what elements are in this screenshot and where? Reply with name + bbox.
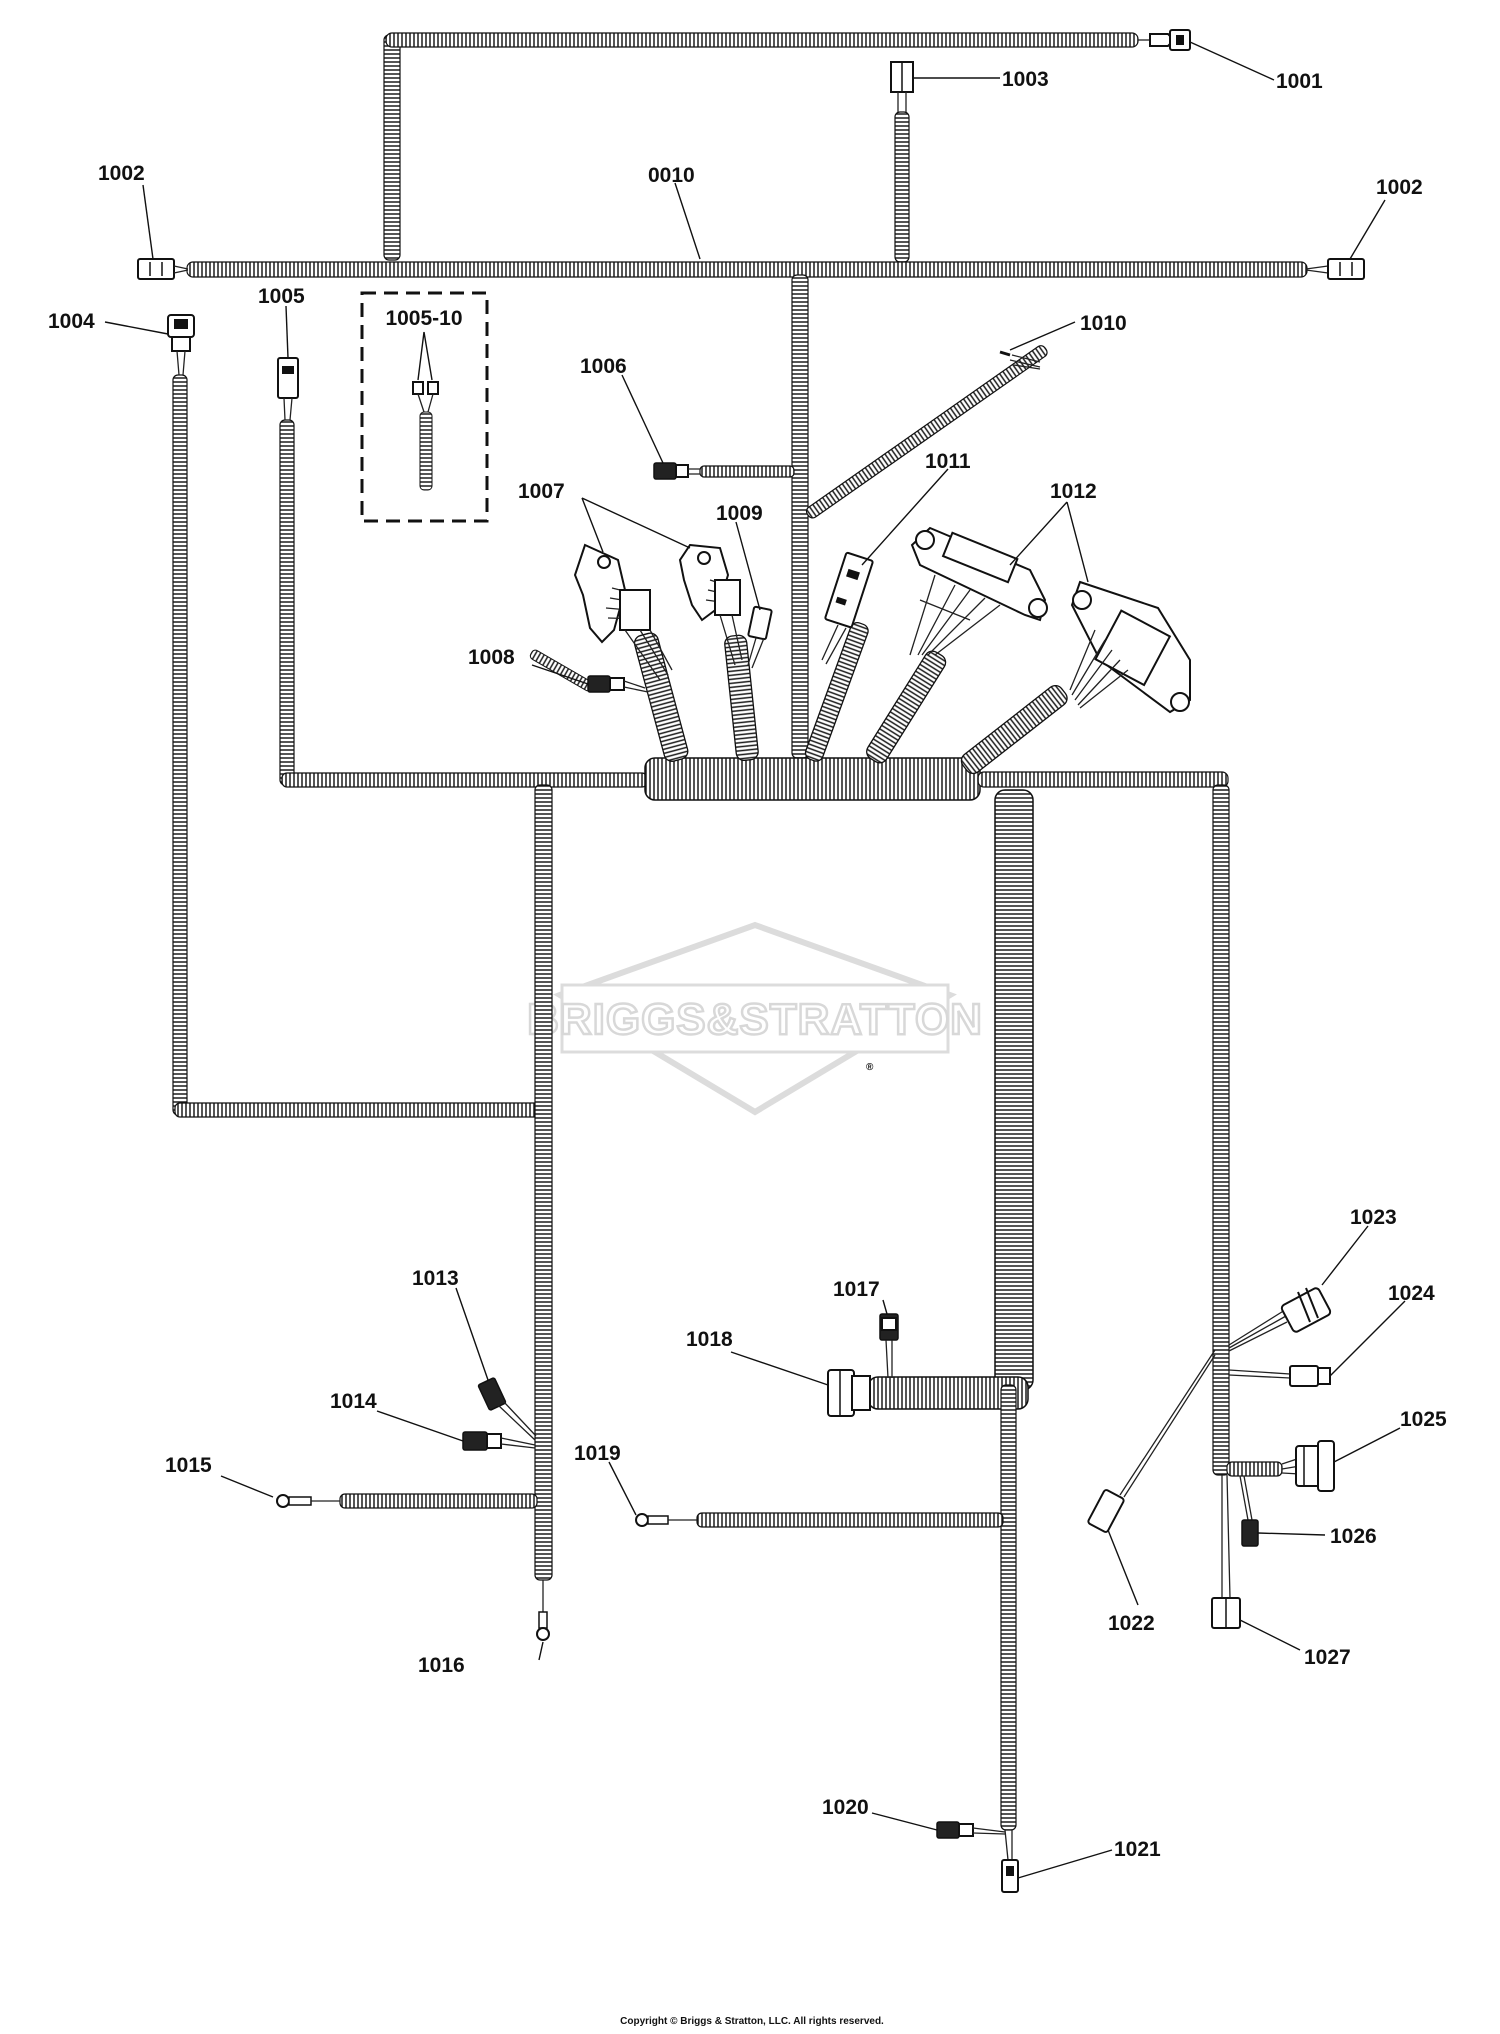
harness-tube [174, 1102, 541, 1118]
connector-1016 [536, 1580, 550, 1641]
callout-1021: 1021 [1114, 1838, 1161, 1861]
watermark-registered: ® [866, 1062, 874, 1073]
connector-1001 [1138, 29, 1191, 51]
connector-1014 [462, 1431, 536, 1451]
harness-tube [994, 789, 1034, 1391]
leader-lines [104, 41, 1406, 1879]
callout-1016: 1016 [418, 1654, 465, 1677]
connector-1027 [1211, 1474, 1241, 1629]
connectors [137, 29, 1365, 1893]
callout-1002-right: 1002 [1376, 176, 1423, 199]
harness-tube [1000, 1384, 1017, 1831]
callout-1013: 1013 [412, 1267, 459, 1290]
callout-1020: 1020 [822, 1796, 869, 1819]
connector-1023 [1228, 1287, 1332, 1352]
connector-1019 [635, 1513, 697, 1527]
callout-1025: 1025 [1400, 1408, 1447, 1431]
connector-1015 [276, 1494, 340, 1508]
harness-tube [1212, 784, 1230, 1476]
harness-tube [804, 621, 869, 762]
callout-1007: 1007 [518, 480, 565, 503]
harness-tube [977, 771, 1229, 788]
harness-tube [383, 34, 401, 261]
callout-1001: 1001 [1276, 70, 1323, 93]
callout-1014: 1014 [330, 1390, 377, 1413]
callout-1009: 1009 [716, 502, 763, 525]
harness-tube [633, 632, 689, 762]
harness-tube [696, 1512, 1004, 1528]
harness-tube [699, 465, 795, 478]
harness-tube [1226, 1461, 1283, 1477]
harness-tube [960, 684, 1068, 775]
harness-tube [866, 650, 947, 764]
callout-1011: 1011 [925, 450, 971, 473]
harness-tube [534, 784, 553, 1581]
connector-1025 [1281, 1440, 1335, 1492]
callout-1022: 1022 [1108, 1612, 1155, 1635]
connector-1012-upper [909, 526, 1048, 656]
watermark-text: BRIGGS&STRATTON [527, 995, 983, 1044]
connector-1007-left [573, 543, 673, 681]
connector-1003 [890, 61, 914, 112]
connector-1013 [477, 1377, 537, 1441]
connector-1005-10 [412, 381, 439, 491]
harness-tube [385, 32, 1139, 48]
callout-1024: 1024 [1388, 1282, 1435, 1305]
connector-1007-right [678, 543, 743, 666]
callout-1002-left: 1002 [98, 162, 145, 185]
callout-1019: 1019 [574, 1442, 621, 1465]
connector-1006 [653, 462, 700, 480]
watermark-logo: BRIGGS&STRATTON ® [526, 921, 983, 1116]
callout-1015: 1015 [165, 1454, 212, 1477]
harness-tube [805, 345, 1048, 519]
harness-tube [791, 274, 809, 759]
harness-tube [279, 419, 295, 786]
connector-1021 [1001, 1829, 1019, 1893]
connector-1005 [277, 357, 299, 421]
harness-tube [529, 649, 594, 692]
connector-1026 [1239, 1475, 1259, 1547]
main-trunk-tube [186, 261, 1308, 278]
connector-1004 [167, 314, 195, 376]
callout-1006: 1006 [580, 355, 627, 378]
connector-1011 [821, 551, 874, 665]
callout-1026: 1026 [1330, 1525, 1377, 1548]
connector-1002-left [137, 258, 189, 280]
connector-1020 [936, 1821, 1006, 1839]
callout-1004: 1004 [48, 310, 95, 333]
callout-1027: 1027 [1304, 1646, 1351, 1669]
connector-1008 [587, 675, 649, 693]
harness-tubes [172, 32, 1308, 1831]
connector-1012-lower [1069, 580, 1191, 714]
callout-1005: 1005 [258, 285, 305, 308]
harness-tube [724, 634, 759, 762]
callout-1010: 1010 [1080, 312, 1127, 335]
harness-tube [339, 1493, 538, 1509]
inset-box-1005-10: 1005-10 [360, 291, 489, 523]
central-bundle [644, 757, 981, 801]
connector-1017 [879, 1313, 899, 1379]
connector-1009 [747, 605, 773, 669]
harness-tube [172, 374, 188, 1116]
callout-1012: 1012 [1050, 480, 1097, 503]
callout-1023: 1023 [1350, 1206, 1397, 1229]
connector-1010 [999, 350, 1041, 370]
harness-tube [281, 772, 648, 788]
harness-tube [894, 111, 910, 263]
inset-label: 1005-10 [385, 307, 462, 330]
copyright-notice: Copyright © Briggs & Stratton, LLC. All … [620, 2016, 884, 2027]
callout-labels: 1001 1002 1002 1003 0010 1004 1005 1006 … [48, 68, 1447, 1861]
callout-1017: 1017 [833, 1278, 880, 1301]
callout-1008: 1008 [468, 646, 515, 669]
connector-1022 [1087, 1349, 1216, 1533]
callout-0010: 0010 [648, 164, 695, 187]
connector-1024 [1228, 1365, 1331, 1387]
callout-1003: 1003 [1002, 68, 1049, 91]
connector-1002-right [1305, 258, 1365, 280]
connector-1018 [827, 1369, 871, 1417]
callout-1018: 1018 [686, 1328, 733, 1351]
